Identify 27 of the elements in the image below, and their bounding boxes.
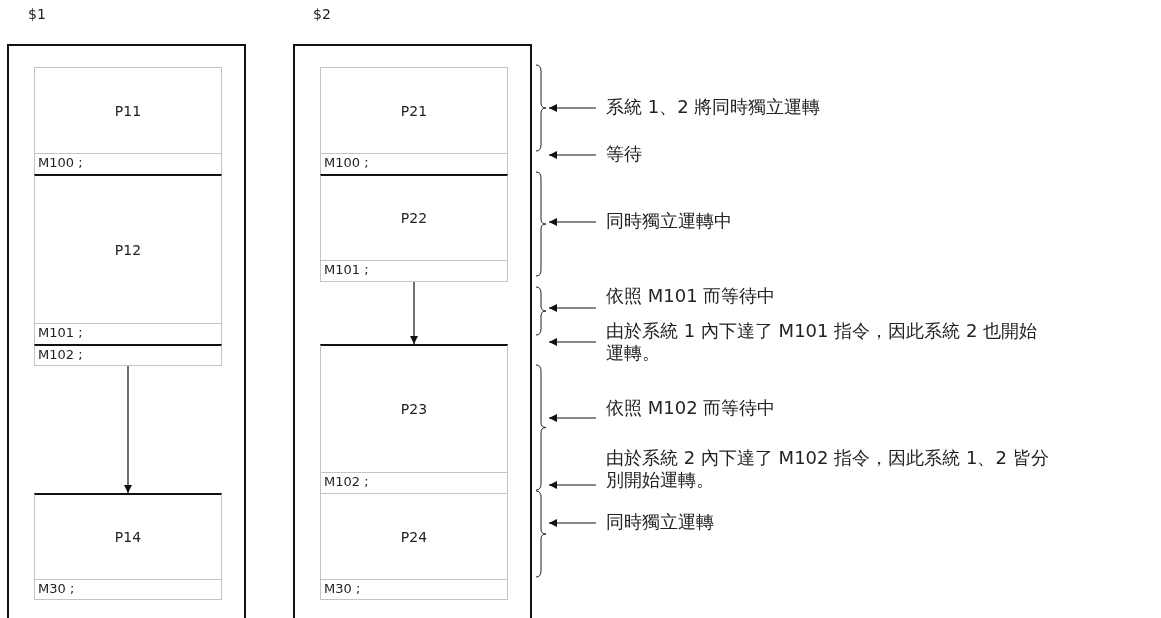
annotation-text: 同時獨立運轉中 <box>606 210 732 232</box>
annotation-text: 同時獨立運轉 <box>606 511 714 533</box>
arrow <box>548 104 597 112</box>
panel-heading: $1 <box>28 6 46 22</box>
program-block: P23 <box>320 344 508 473</box>
annotation-text: 由於系統 2 內下達了 M102 指令，因此系統 1、2 皆分別開始運轉。 <box>606 447 1051 491</box>
program-block: P24 <box>320 493 508 580</box>
program-block: P14 <box>34 493 222 580</box>
program-block: P12 <box>34 174 222 324</box>
annotation-text: 依照 M102 而等待中 <box>606 397 776 419</box>
arrow <box>548 151 597 159</box>
panel-heading: $2 <box>313 6 331 22</box>
arrow <box>548 304 597 312</box>
annotation-text: 系統 1、2 將同時獨立運轉 <box>606 96 821 118</box>
program-block: P22 <box>320 174 508 261</box>
annotation-text: 等待 <box>606 143 642 165</box>
arrow <box>548 218 597 226</box>
arrow <box>410 281 418 345</box>
arrow <box>548 481 597 489</box>
arrow <box>124 365 132 494</box>
annotation-text: 依照 M101 而等待中 <box>606 285 776 307</box>
arrow <box>548 414 597 422</box>
program-block: P21 <box>320 67 508 154</box>
annotation-text: 由於系統 1 內下達了 M101 指令，因此系統 2 也開始運轉。 <box>606 320 1051 364</box>
arrow <box>548 338 597 346</box>
arrow <box>548 519 597 527</box>
program-block: P11 <box>34 67 222 154</box>
